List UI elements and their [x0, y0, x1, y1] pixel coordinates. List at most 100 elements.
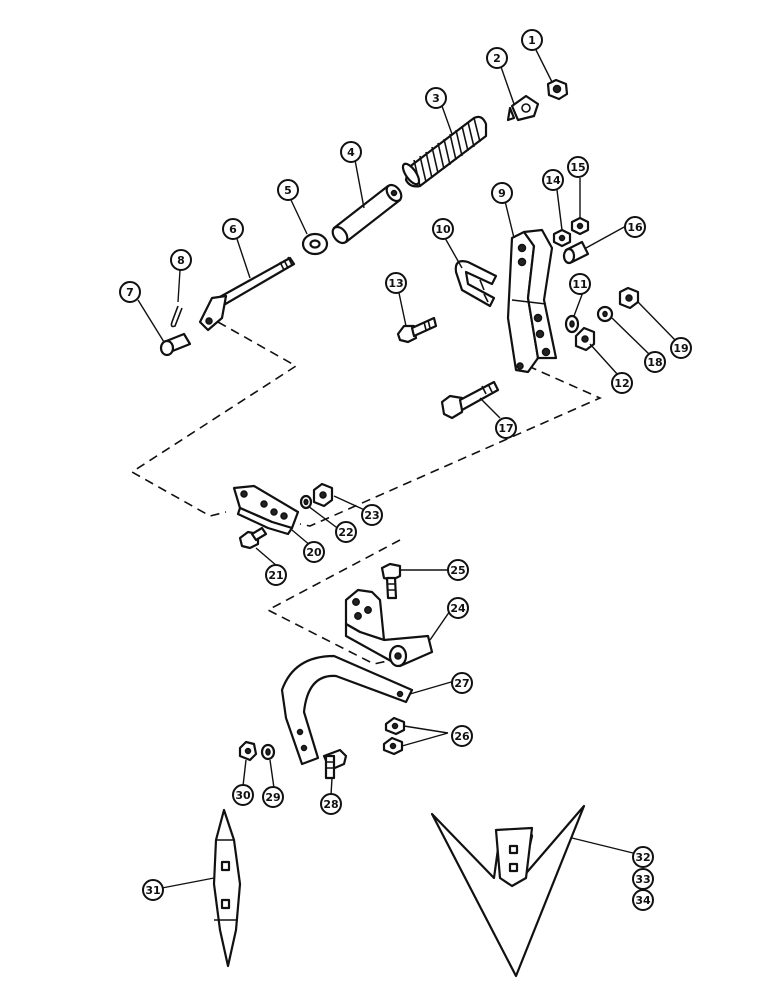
callout-circle	[222, 218, 244, 240]
callout-label: 32	[635, 851, 650, 864]
callout-circle	[670, 337, 692, 359]
callout-circle	[262, 786, 284, 808]
callout-circle	[567, 156, 589, 178]
callout-19: 19	[670, 337, 692, 359]
callout-14: 14	[542, 169, 564, 191]
part-nut-1	[546, 78, 569, 101]
callout-26: 26	[451, 725, 473, 747]
part-cotter-pin-8	[170, 305, 183, 328]
callout-group: 1234567891011121314151617181920212223242…	[119, 29, 692, 911]
callout-17: 17	[495, 417, 517, 439]
callout-18: 18	[644, 351, 666, 373]
callout-30: 30	[232, 784, 254, 806]
callout-22: 22	[335, 521, 357, 543]
callout-1: 1	[521, 29, 543, 51]
part-spring-bracket-9	[506, 228, 558, 374]
callout-circle	[340, 141, 362, 163]
part-shovel-point-31	[212, 808, 242, 968]
callout-circle	[425, 87, 447, 109]
callout-21: 21	[265, 564, 287, 586]
callout-label: 6	[229, 223, 237, 236]
callout-33: 33	[632, 868, 654, 890]
part-nut-14	[552, 228, 572, 248]
callout-label: 26	[454, 730, 470, 743]
assembly-guide-line-upper	[130, 321, 298, 517]
part-bolt-17	[440, 380, 500, 420]
callout-2: 2	[486, 47, 508, 69]
part-lock-washer-18	[596, 305, 614, 323]
callout-25: 25	[447, 559, 469, 581]
callout-label: 20	[306, 546, 322, 559]
part-coil-spring-3	[401, 115, 488, 188]
callout-circle	[277, 179, 299, 201]
part-lock-washer-11	[564, 314, 580, 334]
callout-label: 28	[323, 798, 338, 811]
callout-circle	[447, 559, 469, 581]
callout-label: 21	[268, 569, 283, 582]
callout-circle	[119, 281, 141, 303]
callout-3: 3	[425, 87, 447, 109]
callout-circle	[632, 889, 654, 911]
callout-circle	[335, 521, 357, 543]
callout-circle	[320, 793, 342, 815]
callout-9: 9	[491, 182, 513, 204]
callout-circle	[142, 879, 164, 901]
callout-label: 13	[388, 277, 403, 290]
part-lock-washer-29	[260, 743, 276, 761]
callout-31: 31	[142, 879, 164, 901]
callout-label: 30	[235, 789, 251, 802]
part-nut-30	[238, 740, 258, 762]
part-bolt-28	[322, 748, 348, 780]
callout-label: 10	[435, 223, 451, 236]
callout-24: 24	[447, 597, 469, 619]
callout-circle	[447, 597, 469, 619]
callout-15: 15	[567, 156, 589, 178]
part-nut-12	[574, 326, 596, 352]
callout-label: 15	[570, 161, 585, 174]
part-clevis-pin-7	[159, 332, 192, 357]
part-spring-shank-27	[280, 654, 414, 766]
callout-label: 18	[647, 356, 662, 369]
callout-circle	[265, 564, 287, 586]
part-bolt-21	[238, 526, 268, 550]
callout-circle	[170, 249, 192, 271]
callout-label: 33	[635, 873, 650, 886]
callout-circle	[432, 218, 454, 240]
callout-circle	[624, 216, 646, 238]
callout-label: 4	[347, 146, 355, 159]
part-bushing-16	[562, 240, 590, 265]
callout-label: 24	[450, 602, 466, 615]
callout-label: 2	[493, 52, 501, 65]
callout-label: 22	[338, 526, 353, 539]
part-nut-19	[618, 286, 640, 310]
callout-label: 11	[572, 278, 587, 291]
callout-circle	[232, 784, 254, 806]
part-nut-15	[570, 216, 590, 236]
callout-label: 23	[364, 509, 379, 522]
callout-8: 8	[170, 249, 192, 271]
part-nuts-26	[382, 716, 406, 756]
part-shank-bracket-24	[344, 588, 434, 668]
callout-4: 4	[340, 141, 362, 163]
part-mounting-plate-20	[232, 484, 300, 536]
callout-label: 14	[545, 174, 561, 187]
part-spring-rod-6	[198, 256, 296, 332]
part-washer-5	[301, 232, 329, 256]
callout-circle	[644, 351, 666, 373]
callout-circle	[385, 272, 407, 294]
callout-label: 9	[498, 187, 506, 200]
callout-label: 8	[177, 254, 185, 267]
callout-16: 16	[624, 216, 646, 238]
callout-circle	[495, 417, 517, 439]
callout-label: 5	[284, 184, 292, 197]
callout-6: 6	[222, 218, 244, 240]
callout-11: 11	[569, 273, 591, 295]
callout-label: 25	[450, 564, 465, 577]
callout-label: 27	[454, 677, 469, 690]
callout-34: 34	[632, 889, 654, 911]
callout-circle	[491, 182, 513, 204]
callout-label: 31	[145, 884, 160, 897]
callout-circle	[521, 29, 543, 51]
assembly-guide-line-lower	[266, 539, 401, 665]
